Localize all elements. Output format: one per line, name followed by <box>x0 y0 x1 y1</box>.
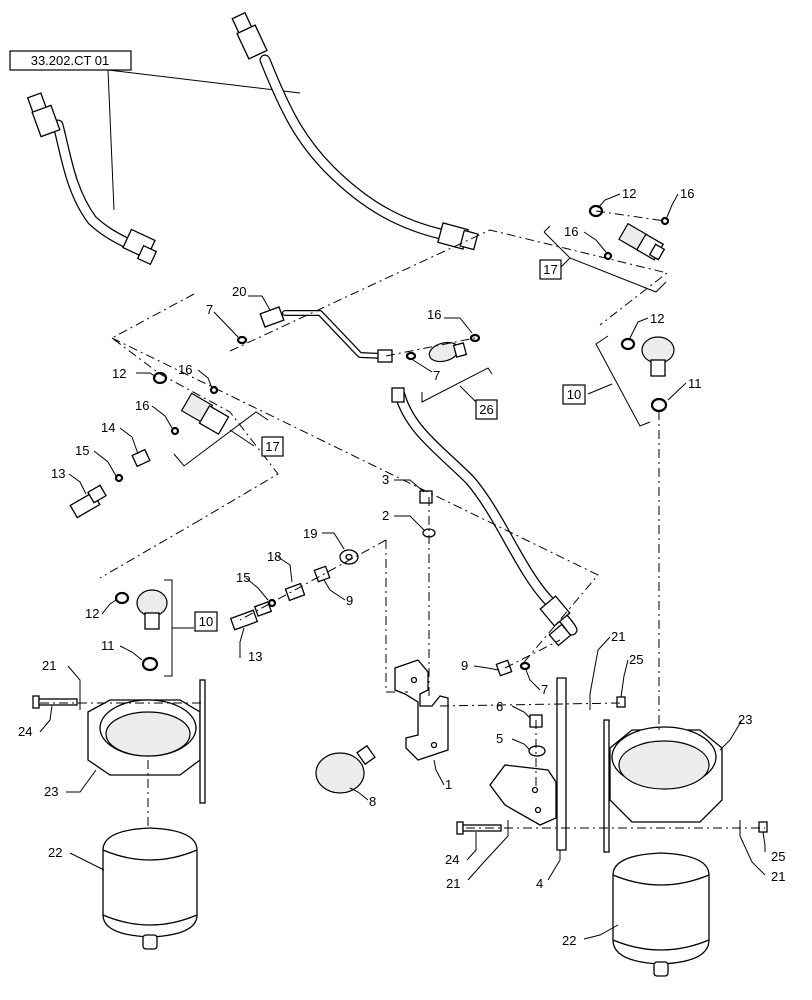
callout-23: 23 <box>738 712 752 727</box>
group-10-lower[interactable]: 10 <box>164 579 218 677</box>
nut-9-lower <box>495 659 513 677</box>
reference-link-box[interactable]: 33.202.CT 01 <box>9 50 132 71</box>
quick-coupler-13-left <box>69 484 107 519</box>
callout-11: 11 <box>688 376 702 391</box>
callout-12: 12 <box>112 366 126 381</box>
callout-19: 19 <box>303 526 317 541</box>
callout-11: 11 <box>101 638 115 653</box>
clamp-23-left <box>87 679 206 804</box>
group-10-lower-label: 10 <box>199 614 213 629</box>
callout-12: 12 <box>622 186 636 201</box>
callout-16: 16 <box>680 186 694 201</box>
brake-tube <box>259 306 393 363</box>
bolt-24-right <box>456 821 502 835</box>
callout-24: 24 <box>18 724 32 739</box>
nut-25-upper <box>616 696 626 708</box>
reference-label: 33.202.CT 01 <box>31 53 110 68</box>
group-17-lower-label: 17 <box>265 439 279 454</box>
callout-16: 16 <box>427 307 441 322</box>
callout-1: 1 <box>445 777 452 792</box>
callout-18: 18 <box>267 549 281 564</box>
group-26-label: 26 <box>479 402 493 417</box>
bracket-1 <box>394 659 449 761</box>
clamp-23-right <box>603 719 723 853</box>
nut-25-lower <box>758 821 768 833</box>
washer-19 <box>339 549 359 565</box>
callout-22: 22 <box>48 845 62 860</box>
callout-22: 22 <box>562 933 576 948</box>
callout-23: 23 <box>44 784 58 799</box>
callout-16: 16 <box>178 362 192 377</box>
group-26[interactable]: 26 <box>421 367 498 420</box>
callout-8: 8 <box>369 794 376 809</box>
callout-12: 12 <box>85 606 99 621</box>
nut-3 <box>419 490 433 504</box>
tee-fitting-upper-right <box>618 222 666 261</box>
callout-12: 12 <box>650 311 664 326</box>
tee-fitting-left <box>180 392 230 436</box>
assembly-centerlines <box>40 210 765 830</box>
fitting-10-lower <box>136 589 168 630</box>
group-10-upper-label: 10 <box>567 387 581 402</box>
callout-6: 6 <box>496 699 503 714</box>
callout-16: 16 <box>135 398 149 413</box>
group-17-lower[interactable]: 17 <box>173 411 284 467</box>
callout-21: 21 <box>611 629 625 644</box>
callout-7: 7 <box>541 682 548 697</box>
group-17-upper-label: 17 <box>543 262 557 277</box>
hose-middle <box>391 387 578 647</box>
bolt-24-left <box>32 695 78 709</box>
callout-7: 7 <box>206 302 213 317</box>
callout-21: 21 <box>771 869 785 884</box>
quick-coupler-13-center <box>229 601 273 631</box>
callout-13: 13 <box>248 649 262 664</box>
washer-5 <box>528 745 546 757</box>
callout-20: 20 <box>232 284 246 299</box>
callout-2: 2 <box>382 508 389 523</box>
callout-15: 15 <box>236 570 250 585</box>
nut-9-center <box>313 565 331 583</box>
hose-right <box>231 11 479 251</box>
callout-13: 13 <box>51 466 65 481</box>
leader-lines <box>39 193 766 940</box>
callout-3: 3 <box>382 472 389 487</box>
reference-leader-lines <box>107 69 301 211</box>
callout-7: 7 <box>433 368 440 383</box>
accumulator-8 <box>315 744 376 794</box>
fitting-elbow-26 <box>428 341 468 363</box>
callout-5: 5 <box>496 731 503 746</box>
callout-14: 14 <box>101 420 115 435</box>
callout-15: 15 <box>75 443 89 458</box>
callout-labels: 20 7 7 16 12 16 16 12 11 12 16 16 14 15 … <box>18 186 785 948</box>
fitting-10-upper <box>641 336 675 377</box>
callout-21: 21 <box>446 876 460 891</box>
callout-25: 25 <box>771 849 785 864</box>
callout-4: 4 <box>536 876 543 891</box>
callout-24: 24 <box>445 852 459 867</box>
tank-22-right <box>612 852 710 977</box>
callout-9: 9 <box>346 593 353 608</box>
group-17-upper[interactable]: 17 <box>539 225 667 293</box>
callout-16: 16 <box>564 224 578 239</box>
adapter-14 <box>131 448 151 468</box>
callout-25: 25 <box>629 652 643 667</box>
callout-9: 9 <box>461 658 468 673</box>
hose-left <box>26 92 158 266</box>
adapter-18 <box>284 582 306 602</box>
callout-21: 21 <box>42 658 56 673</box>
group-10-upper[interactable]: 10 <box>562 335 651 427</box>
tank-22-left <box>102 827 198 950</box>
bracket-4 <box>489 677 567 851</box>
